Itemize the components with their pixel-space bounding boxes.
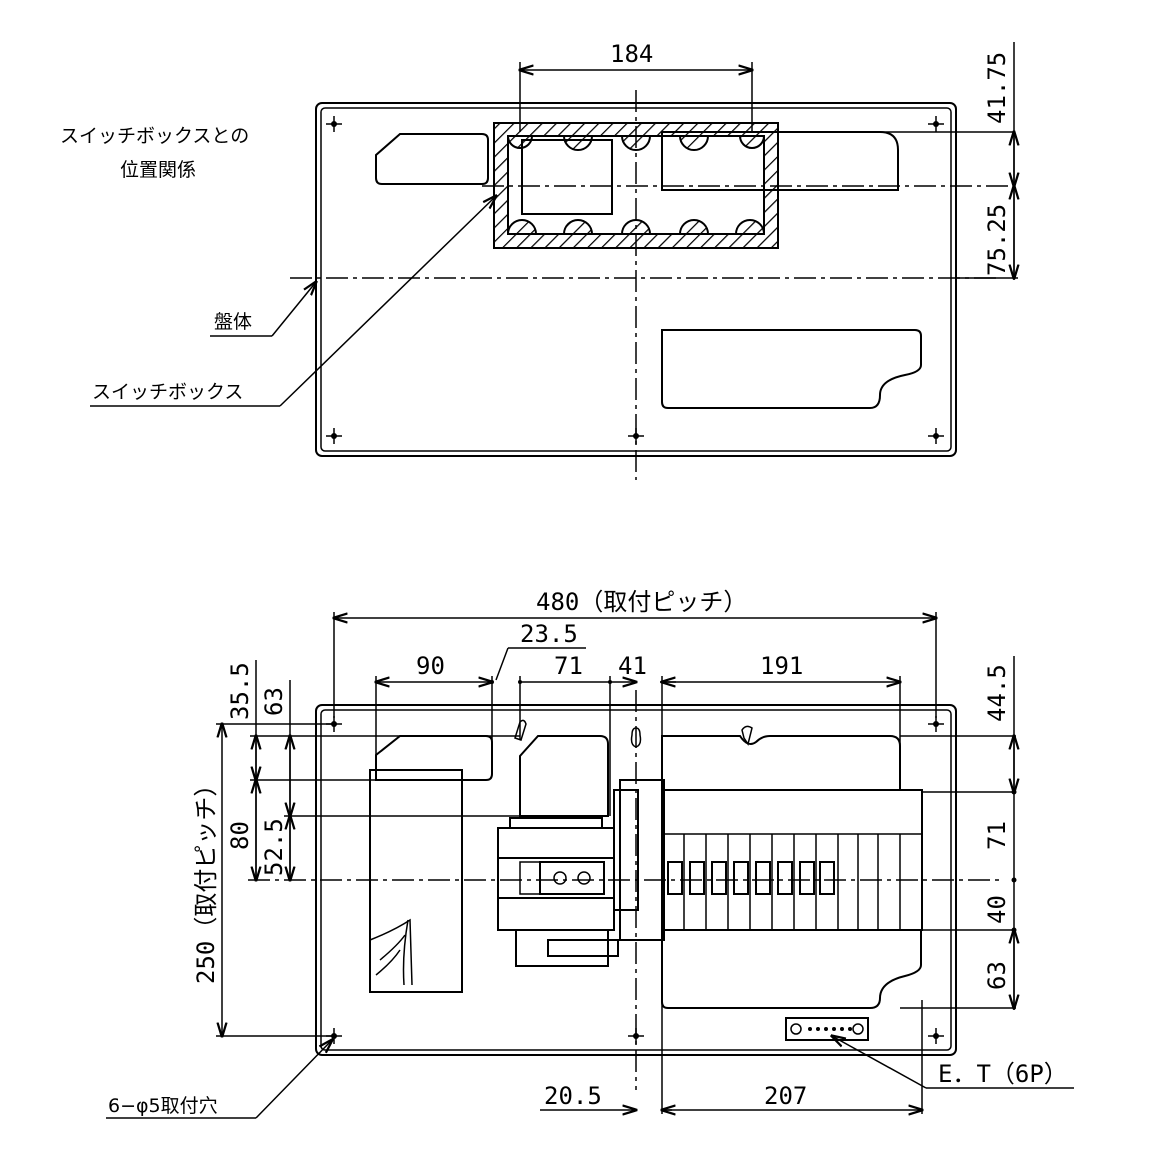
earth-terminal xyxy=(785,1017,869,1041)
dim-71-right: 71 xyxy=(983,821,1011,850)
dim-41-75: 41.75 xyxy=(983,52,1011,124)
dim-191: 191 xyxy=(760,652,803,680)
dim-40: 40 xyxy=(983,895,1011,924)
dim-41: 41 xyxy=(618,652,647,680)
bottom-view: 480（取付ピッチ） 90 71 23.5 41 191 250（取付ピッチ） xyxy=(106,588,1074,1119)
dim-71-top: 71 xyxy=(554,652,583,680)
dim-90: 90 xyxy=(416,652,445,680)
mount-marks-top xyxy=(326,116,944,444)
dim-23-5: 23.5 xyxy=(520,620,578,648)
top-note-line2: 位置関係 xyxy=(120,159,196,181)
label-mounting-holes: 6−φ5取付穴 xyxy=(108,1095,218,1117)
dim-80: 80 xyxy=(226,821,254,850)
dim-75-25: 75.25 xyxy=(983,204,1011,276)
dim-480: 480（取付ピッチ） xyxy=(536,588,747,616)
label-switchbox: スイッチボックス xyxy=(92,381,243,403)
dim-207: 207 xyxy=(764,1082,807,1110)
dim-250: 250（取付ピッチ） xyxy=(192,773,220,984)
top-note-line1: スイッチボックスとの xyxy=(60,125,249,147)
dim-184: 184 xyxy=(610,40,653,68)
label-panel: 盤体 xyxy=(214,311,252,333)
switchbox-hatched xyxy=(493,122,779,249)
branch-breakers xyxy=(661,789,923,931)
label-et: E．T（6P） xyxy=(938,1060,1068,1088)
dim-35-5: 35.5 xyxy=(226,662,254,720)
main-breaker xyxy=(369,769,665,993)
dim-44-5: 44.5 xyxy=(983,664,1011,722)
dim-63-right: 63 xyxy=(983,961,1011,990)
dim-20-5: 20.5 xyxy=(544,1082,602,1110)
dim-63-left: 63 xyxy=(260,687,288,716)
dim-52-5: 52.5 xyxy=(260,818,288,876)
top-view: スイッチボックスとの 位置関係 xyxy=(60,40,1018,480)
